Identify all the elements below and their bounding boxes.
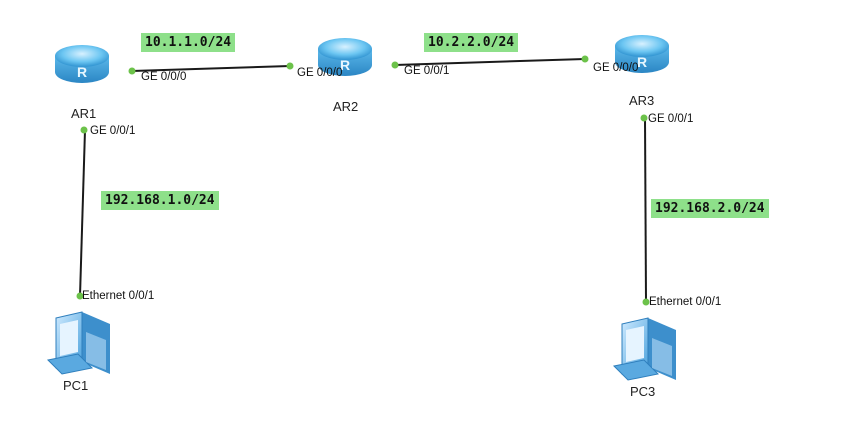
port-dot-ar3-ge001[interactable] bbox=[640, 114, 648, 122]
device-label-pc1: PC1 bbox=[63, 378, 89, 393]
port-dot-ar2-ge001[interactable] bbox=[391, 61, 399, 69]
pc-pc3[interactable] bbox=[612, 317, 676, 381]
router-icon: R bbox=[615, 35, 669, 73]
port-label-pc1-eth: Ethernet 0/0/1 bbox=[82, 290, 155, 302]
link-ar3-pc3[interactable] bbox=[644, 117, 647, 303]
port-label-ar3-ge001: GE 0/0/1 bbox=[648, 113, 694, 125]
port-label-ar1-ge000: GE 0/0/0 bbox=[141, 71, 187, 83]
device-label-ar1: AR1 bbox=[71, 106, 97, 121]
router-icon: R bbox=[318, 38, 372, 76]
port-label-ar3-ge000: GE 0/0/0 bbox=[593, 62, 639, 74]
port-label-ar2-ge001: GE 0/0/1 bbox=[404, 65, 450, 77]
port-dot-pc1-eth[interactable] bbox=[76, 292, 84, 300]
link-ar2-ar3[interactable] bbox=[394, 58, 586, 66]
svg-text:R: R bbox=[77, 64, 87, 80]
router-ar1[interactable]: R bbox=[55, 45, 109, 83]
device-label-ar2: AR2 bbox=[333, 99, 359, 114]
port-dot-ar3-ge000[interactable] bbox=[581, 55, 589, 63]
router-ar2[interactable]: R bbox=[318, 38, 372, 76]
link-ar1-ar2[interactable] bbox=[131, 65, 291, 72]
network-label-ar2-ar3: 10.2.2.0/24 bbox=[424, 33, 519, 52]
port-dot-ar2-ge000[interactable] bbox=[286, 62, 294, 70]
link-ar1-pc1[interactable] bbox=[79, 129, 86, 297]
port-label-pc3-eth: Ethernet 0/0/1 bbox=[649, 296, 722, 308]
pc-icon bbox=[46, 311, 110, 375]
pc-icon bbox=[612, 317, 676, 381]
router-ar3[interactable]: R bbox=[615, 35, 669, 73]
device-label-pc3: PC3 bbox=[630, 384, 656, 399]
port-dots bbox=[76, 55, 650, 306]
svg-text:R: R bbox=[340, 57, 350, 73]
port-dot-ar1-ge001[interactable] bbox=[80, 126, 88, 134]
pc-pc1[interactable] bbox=[46, 311, 110, 375]
network-label-ar1-ar2: 10.1.1.0/24 bbox=[141, 33, 236, 52]
network-label-ar1-pc1: 192.168.1.0/24 bbox=[101, 191, 219, 210]
svg-text:R: R bbox=[637, 54, 647, 70]
port-dot-ar1-ge000[interactable] bbox=[128, 67, 136, 75]
port-label-ar1-ge001: GE 0/0/1 bbox=[90, 125, 136, 137]
links bbox=[79, 58, 647, 303]
network-label-ar3-pc3: 192.168.2.0/24 bbox=[651, 199, 769, 218]
port-label-ar2-ge000: GE 0/0/0 bbox=[297, 67, 343, 79]
device-label-ar3: AR3 bbox=[629, 93, 655, 108]
port-dot-pc3-eth[interactable] bbox=[642, 298, 650, 306]
router-icon: R bbox=[55, 45, 109, 83]
